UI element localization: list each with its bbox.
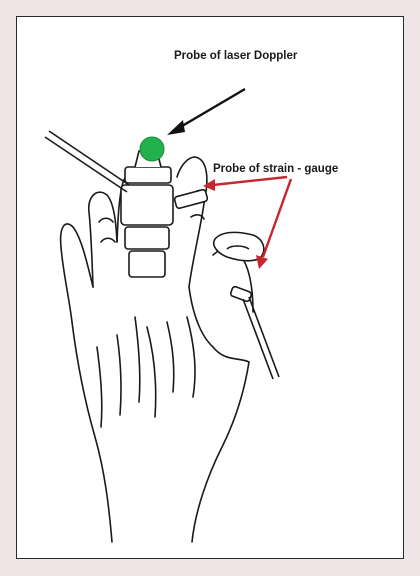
hand-diagram: [17, 17, 405, 560]
doppler-cable: [45, 131, 129, 192]
finger-probe-block: [121, 151, 173, 277]
doppler-arrow: [167, 89, 245, 135]
green-dot-probe: [140, 137, 164, 161]
strain-gauge-label: Probe of strain - gauge: [213, 163, 338, 175]
strain-gauge-device: [214, 232, 279, 379]
doppler-probe-label: Probe of laser Doppler: [174, 50, 297, 62]
figure-frame: Probe of laser Doppler Probe of strain -…: [16, 16, 404, 559]
